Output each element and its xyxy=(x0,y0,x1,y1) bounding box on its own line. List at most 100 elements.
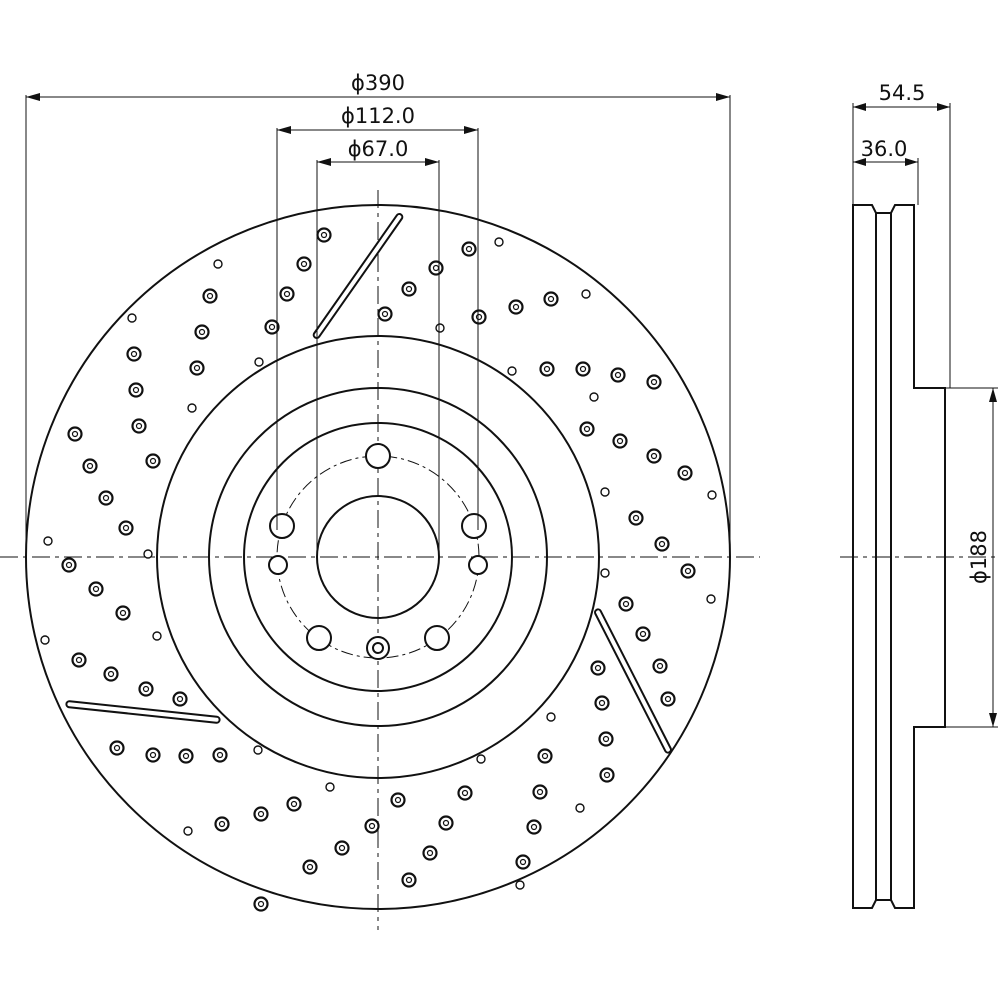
drill-hole-inner xyxy=(632,514,640,522)
drill-hole-inner xyxy=(598,699,606,707)
drill-hole-small xyxy=(435,323,445,333)
drill-hole xyxy=(138,681,154,697)
drill-hole xyxy=(118,520,134,536)
drill-hole-inner xyxy=(300,260,308,268)
bolt-hole xyxy=(365,443,391,469)
drill-hole-inner xyxy=(616,437,624,445)
drill-hole-inner xyxy=(283,290,291,298)
drill-hole-inner xyxy=(102,494,110,502)
drill-hole xyxy=(316,227,332,243)
pcd-diameter-label: ϕ112.0 xyxy=(341,104,415,128)
drill-hole xyxy=(579,421,595,437)
drill-hole xyxy=(401,872,417,888)
drill-hole-small xyxy=(589,392,599,402)
drill-hole xyxy=(508,299,524,315)
drill-hole-inner xyxy=(86,462,94,470)
drill-hole-small xyxy=(581,289,591,299)
drill-hole-small xyxy=(127,313,137,323)
set-screw-hole-inner xyxy=(372,642,384,654)
drill-hole xyxy=(610,367,626,383)
drill-hole xyxy=(334,840,350,856)
drill-hole-inner xyxy=(381,310,389,318)
drill-hole xyxy=(115,605,131,621)
drill-hole-inner xyxy=(461,789,469,797)
drill-hole-small xyxy=(707,490,717,500)
bolt-hole xyxy=(461,513,487,539)
drill-hole-inner xyxy=(603,771,611,779)
drill-hole-inner xyxy=(465,245,473,253)
drill-hole-inner xyxy=(338,844,346,852)
drill-hole xyxy=(98,490,114,506)
drill-hole-inner xyxy=(71,430,79,438)
drill-hole-inner xyxy=(320,231,328,239)
drill-hole-inner xyxy=(176,695,184,703)
drill-hole-inner xyxy=(218,820,226,828)
drill-hole xyxy=(628,510,644,526)
drill-hole-inner xyxy=(622,600,630,608)
drill-hole-inner xyxy=(650,452,658,460)
drill-hole xyxy=(145,453,161,469)
drill-hole-inner xyxy=(132,386,140,394)
drill-hole-inner xyxy=(579,365,587,373)
drill-hole xyxy=(109,740,125,756)
drill-hole xyxy=(401,281,417,297)
drill-hole-inner xyxy=(536,788,544,796)
drill-hole-small xyxy=(600,487,610,497)
drill-hole xyxy=(202,288,218,304)
drill-hole xyxy=(537,748,553,764)
drill-hole xyxy=(194,324,210,340)
drill-hole xyxy=(539,361,555,377)
drill-hole-inner xyxy=(547,295,555,303)
drill-hole-inner xyxy=(684,567,692,575)
drill-hole-inner xyxy=(530,823,538,831)
drill-hole-inner xyxy=(658,540,666,548)
bolt-hole xyxy=(424,625,450,651)
drill-hole-small xyxy=(706,594,716,604)
hat-diameter-label: ϕ188 xyxy=(967,530,991,584)
drill-hole xyxy=(590,660,606,676)
drill-hole-inner xyxy=(182,752,190,760)
drill-hole xyxy=(178,748,194,764)
drill-hole xyxy=(635,626,651,642)
drill-hole-inner xyxy=(639,630,647,638)
drill-hole-inner xyxy=(541,752,549,760)
drill-hole-inner xyxy=(519,858,527,866)
drill-hole-small xyxy=(507,366,517,376)
drill-hole-inner xyxy=(656,662,664,670)
drill-hole xyxy=(126,346,142,362)
drill-hole xyxy=(103,666,119,682)
drill-hole xyxy=(212,747,228,763)
drill-hole-small xyxy=(476,754,486,764)
drill-hole-inner xyxy=(122,524,130,532)
drill-hole xyxy=(214,816,230,832)
drill-hole xyxy=(377,306,393,322)
drill-hole xyxy=(612,433,628,449)
drill-hole xyxy=(428,260,444,276)
drill-hole-inner xyxy=(405,876,413,884)
side-dimension-arrows xyxy=(853,103,997,727)
drill-hole-inner xyxy=(594,664,602,672)
drill-hole-small xyxy=(600,568,610,578)
drill-hole-inner xyxy=(512,303,520,311)
front-dimension-arrows xyxy=(26,93,730,166)
drill-hole xyxy=(189,360,205,376)
drill-hole-inner xyxy=(614,371,622,379)
drill-hole xyxy=(575,361,591,377)
locator-hole xyxy=(468,555,488,575)
drill-hole-inner xyxy=(290,800,298,808)
drill-hole-inner xyxy=(75,656,83,664)
drill-hole xyxy=(253,806,269,822)
drill-hole-inner xyxy=(543,365,551,373)
bolt-holes xyxy=(268,443,488,660)
drill-hole xyxy=(82,458,98,474)
drill-hole-small xyxy=(253,745,263,755)
drill-hole-inner xyxy=(681,469,689,477)
drill-hole-inner xyxy=(257,900,265,908)
drill-hole-inner xyxy=(306,863,314,871)
drill-hole-small xyxy=(254,357,264,367)
drill-hole xyxy=(131,418,147,434)
drill-hole-inner xyxy=(602,735,610,743)
center-lines xyxy=(0,190,760,930)
drill-hole-inner xyxy=(257,810,265,818)
